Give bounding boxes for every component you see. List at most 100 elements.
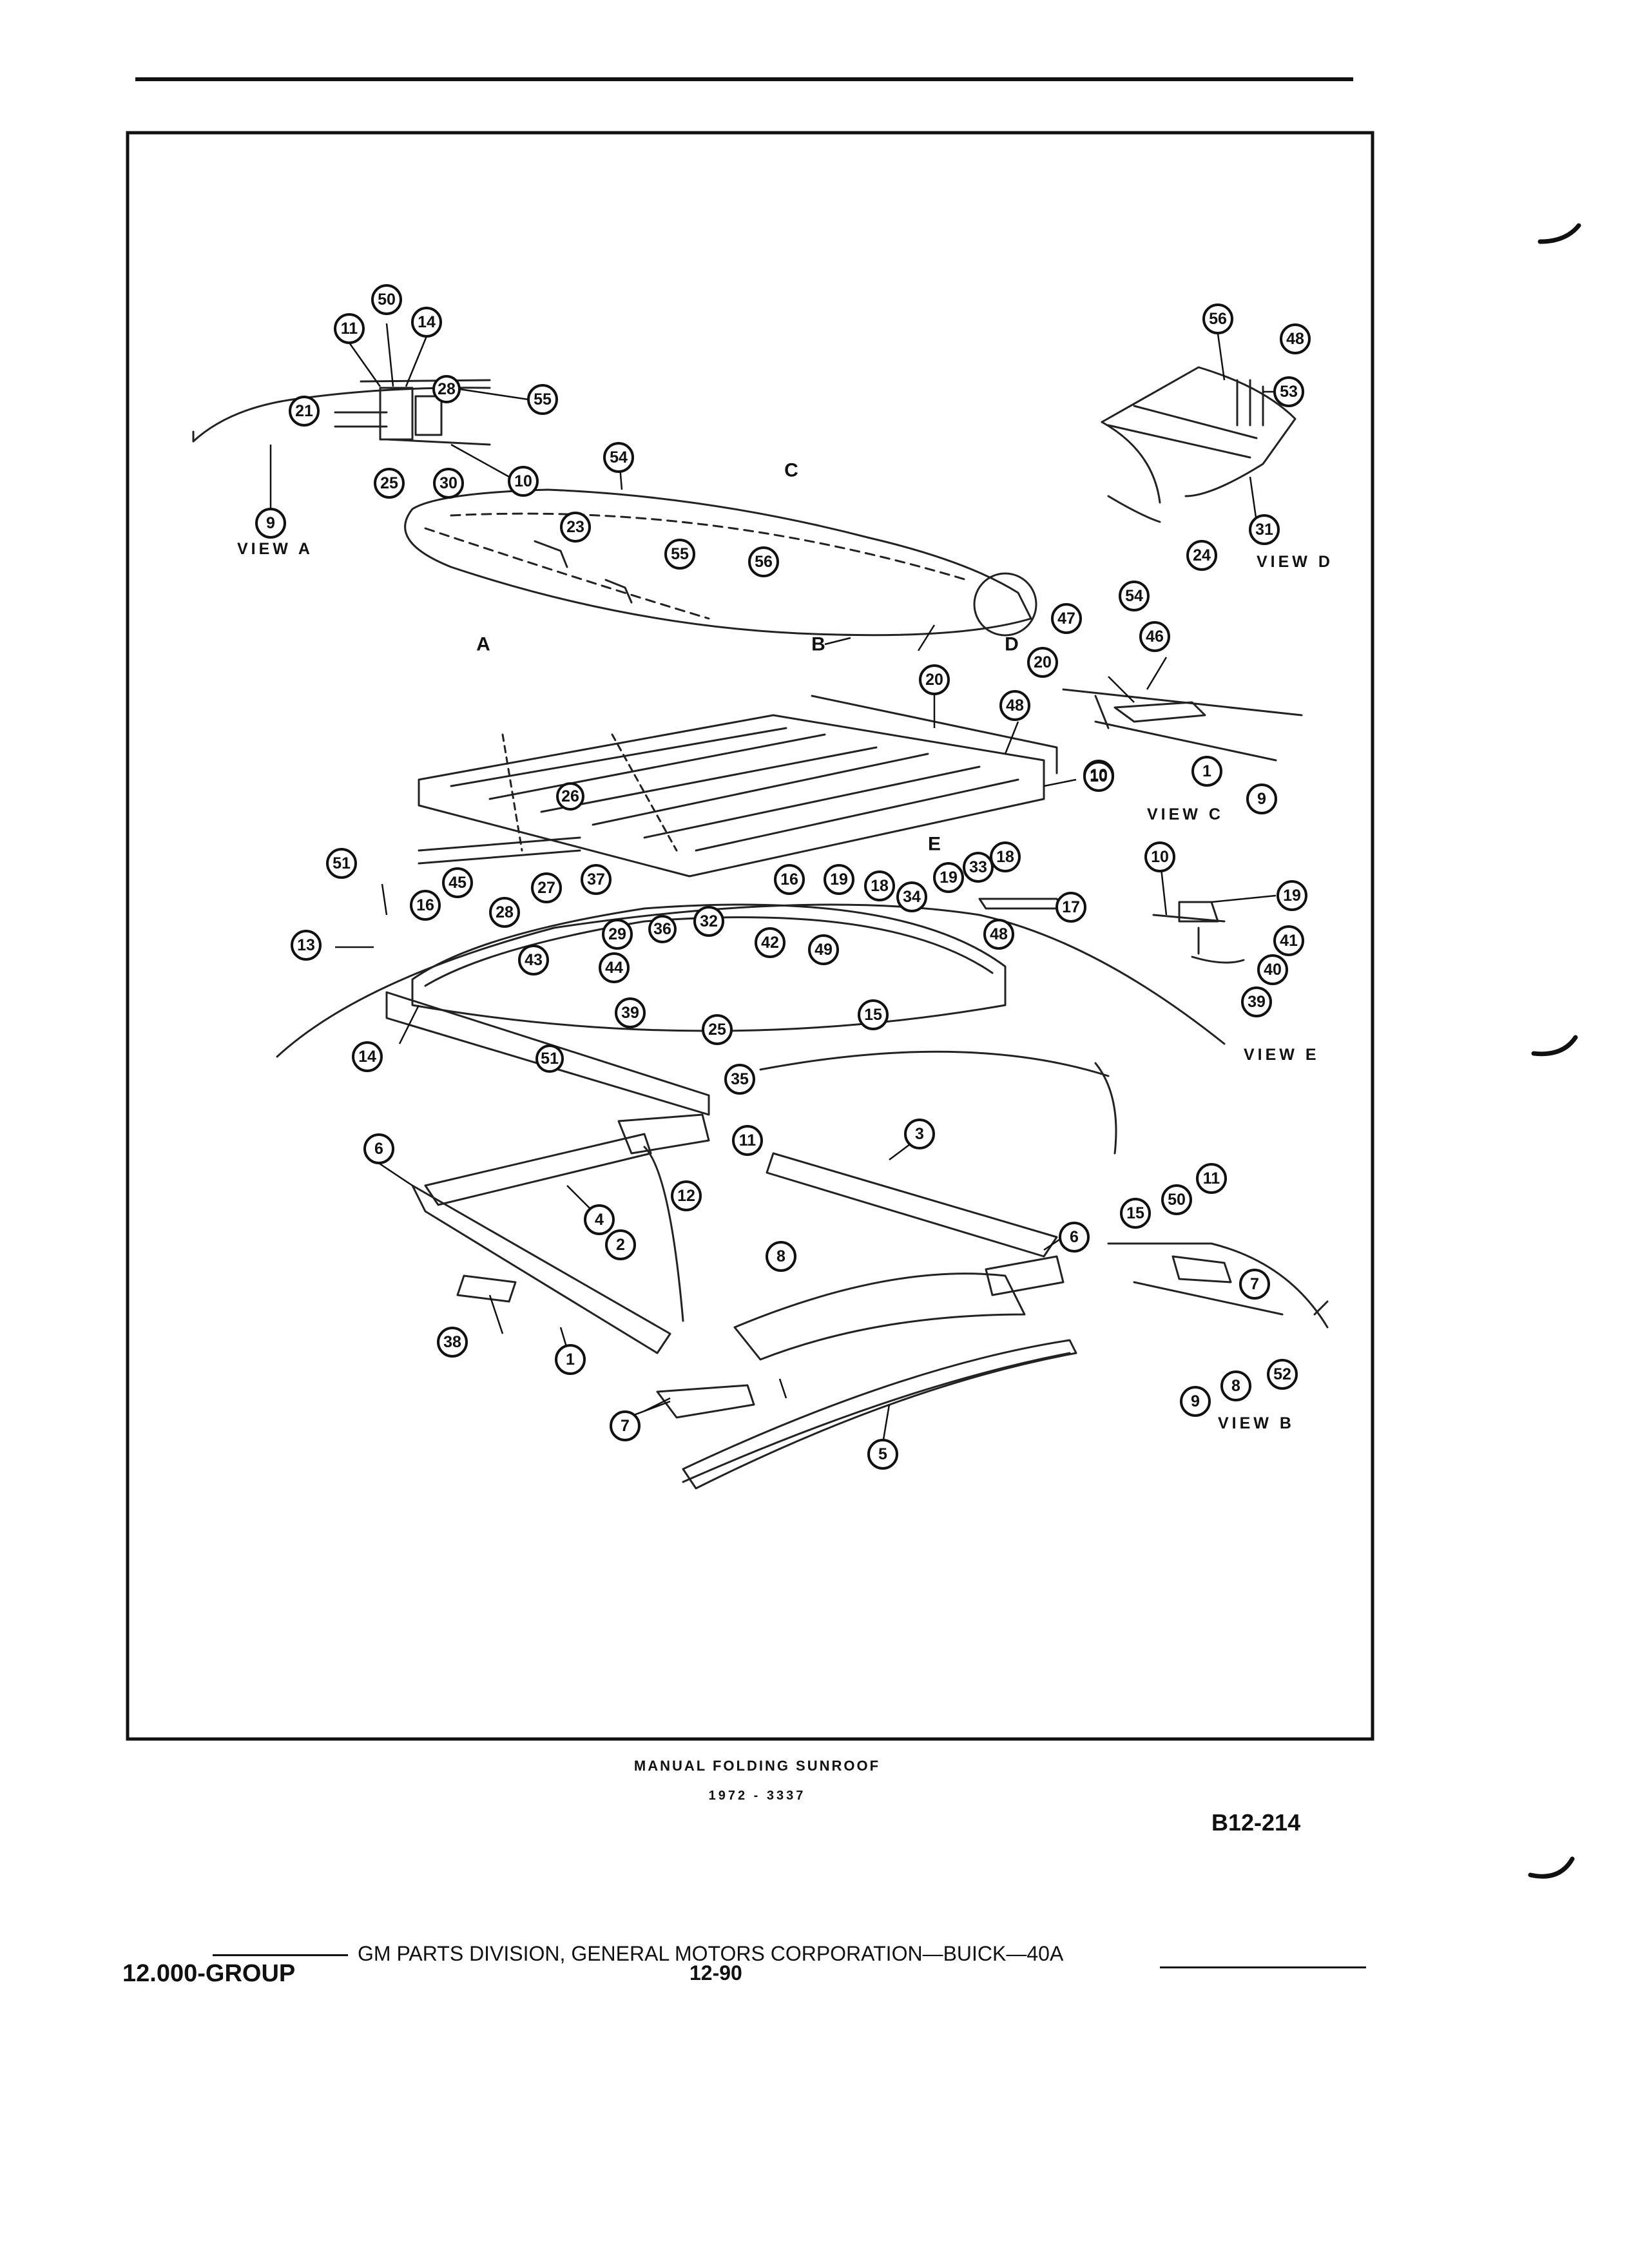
callout-m-18b-label: 18 [996, 848, 1014, 866]
callout-vb-11-label: 11 [1203, 1169, 1220, 1187]
callout-va-14-label: 14 [418, 313, 436, 331]
callout-m-36 [648, 915, 677, 943]
figure-subtitle: 1972 - 3337 [708, 1789, 806, 1803]
callout-m-23 [560, 512, 591, 543]
view-reference-letters: C A B D E [476, 460, 1019, 855]
view-letter-a: A [476, 634, 490, 655]
callout-m-5 [867, 1439, 898, 1470]
callout-m-29-label: 29 [608, 925, 626, 943]
footer-rule-left [213, 1954, 348, 1956]
callout-vc-47-label: 47 [1057, 610, 1075, 628]
callout-m-34 [896, 881, 927, 912]
callout-m-20 [919, 664, 950, 695]
figure-title: MANUAL FOLDING SUNROOF [633, 1758, 881, 1774]
callout-m-38-label: 38 [443, 1333, 461, 1351]
callout-m-48b-label: 48 [990, 925, 1008, 943]
callout-vd-53-label: 53 [1280, 383, 1298, 401]
callout-vb-15 [1120, 1198, 1151, 1229]
callout-m-19a [824, 864, 854, 895]
callout-ve-41 [1273, 925, 1304, 956]
callout-va-25-label: 25 [380, 474, 398, 492]
callout-vb-9 [1180, 1386, 1211, 1417]
callout-m-43 [518, 945, 549, 975]
callout-m-56-label: 56 [755, 553, 773, 571]
callout-va-9 [255, 508, 286, 539]
callout-ve-39-label: 39 [1248, 993, 1266, 1011]
callout-m-18a [864, 870, 895, 901]
callout-vd-53 [1273, 376, 1304, 407]
callout-m-25-label: 25 [708, 1021, 726, 1039]
roof-rails [411, 1113, 1077, 1490]
callout-vc-10-label: 10 [1090, 766, 1108, 784]
callout-vd-31-label: 31 [1255, 521, 1273, 539]
footer-publisher: GM PARTS DIVISION, GENERAL MOTORS CORPOR… [358, 1942, 1064, 1965]
callout-m-12-label: 12 [677, 1187, 695, 1205]
callout-m-38 [437, 1327, 468, 1358]
callout-vb-50 [1161, 1184, 1192, 1215]
callout-va-21 [289, 396, 320, 427]
view-d-label: VIEW D [1257, 553, 1333, 571]
callout-vc-54-label: 54 [1125, 587, 1143, 605]
callout-va-55 [527, 384, 558, 415]
callout-m-48a [999, 690, 1030, 721]
callout-ve-41-label: 41 [1280, 932, 1298, 950]
callout-m-51a [326, 848, 357, 879]
callout-m-1 [555, 1344, 586, 1375]
callout-m-51b [535, 1044, 564, 1073]
callout-m-29 [602, 919, 633, 950]
top-rule [135, 77, 1353, 81]
callout-m-13 [291, 930, 322, 961]
callout-m-43-label: 43 [525, 951, 543, 969]
callout-va-55-label: 55 [534, 390, 552, 408]
callout-va-30-label: 30 [439, 474, 458, 492]
callout-vb-52 [1267, 1359, 1298, 1390]
callout-m-10 [1083, 761, 1114, 792]
callout-vc-9-label: 9 [1257, 790, 1266, 808]
callout-numbers: 50 11 14 28 55 21 25 30 10 9 56 48 53 31… [266, 291, 1304, 1463]
callout-ve-19 [1277, 880, 1307, 911]
callout-m-49-label: 49 [815, 941, 833, 959]
callout-m-6b [1059, 1222, 1090, 1253]
callout-m-4 [584, 1204, 615, 1235]
callout-va-11 [334, 313, 365, 344]
callout-vd-56 [1202, 303, 1233, 334]
callout-m-54-label: 54 [610, 448, 628, 466]
callout-m-26 [556, 782, 584, 811]
callout-m-45 [442, 867, 473, 898]
callout-m-1-label: 1 [566, 1350, 575, 1369]
callout-m-34-label: 34 [903, 888, 921, 906]
callout-vd-24 [1186, 540, 1217, 571]
view-d-detail [1101, 366, 1296, 523]
callout-m-48a-label: 48 [1006, 697, 1024, 715]
callout-m-19b [933, 862, 964, 893]
callout-m-20-label: 20 [925, 671, 943, 689]
callout-m-56 [748, 546, 779, 577]
callout-m-7-label: 7 [621, 1417, 630, 1435]
callout-vb-9-label: 9 [1191, 1392, 1200, 1410]
callout-m-11-label: 11 [739, 1131, 757, 1149]
part-line-art [192, 366, 1329, 1490]
callout-m-27 [531, 872, 562, 903]
callout-m-8-label: 8 [776, 1247, 786, 1265]
callout-m-27-label: 27 [537, 879, 555, 897]
callout-va-9-label: 9 [266, 514, 275, 532]
view-labels: VIEW A VIEW D VIEW C VIEW E VIEW B [237, 540, 1333, 1432]
callout-ve-10-label: 10 [1151, 848, 1169, 866]
callout-ve-40-label: 40 [1264, 961, 1282, 979]
margin-marks [1528, 223, 1581, 1879]
callout-va-14 [411, 307, 442, 338]
callout-m-55-label: 55 [671, 545, 689, 563]
callout-vc-1-label: 1 [1202, 762, 1211, 780]
callout-vb-8 [1220, 1370, 1251, 1401]
callout-m-10-label: 10 [1090, 767, 1108, 785]
callout-m-44 [599, 952, 630, 983]
callout-va-21-label: 21 [295, 402, 313, 420]
callout-va-28 [432, 375, 461, 403]
callout-m-16b-label: 16 [780, 870, 798, 889]
callout-m-2-label: 2 [616, 1236, 625, 1254]
callout-vb-11 [1196, 1163, 1227, 1194]
callout-vc-1 [1191, 756, 1222, 787]
callout-m-13-label: 13 [297, 936, 315, 954]
callout-m-14 [352, 1041, 383, 1072]
callout-m-6a [363, 1133, 394, 1164]
